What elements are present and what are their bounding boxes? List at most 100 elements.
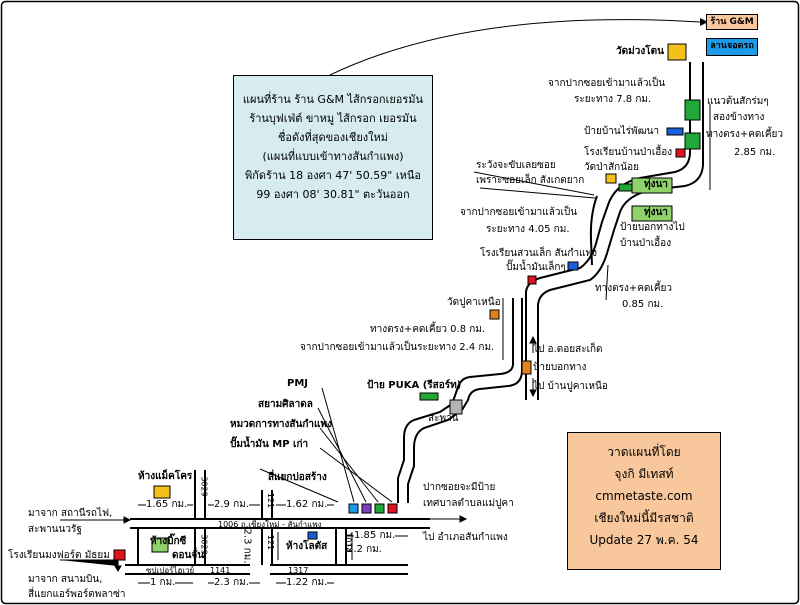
tree-marker-2 xyxy=(684,132,701,150)
distance-2-9: 2.9 กม. xyxy=(214,499,249,511)
road-121-b-label: 121 xyxy=(266,534,276,551)
info-line-5: พิกัดร้าน 18 องศา 47' 50.59" เหนือ xyxy=(245,169,421,182)
to-san-kamphaeng-label: ไป อำเภอสันกำแพง xyxy=(423,532,508,543)
wat-muang-ton-label: วัดม่วงโตน xyxy=(616,46,664,57)
distance-1-65: 1.65 กม. xyxy=(146,499,188,511)
from-soi-2-4-label: จากปากซอยเข้ามาแล้วเป็นระยะทาง 2.4 กม. xyxy=(300,342,495,353)
info-box: แผนที่ร้าน ร้าน G&M ไส้กรอกเยอรมัน ร้านบ… xyxy=(233,75,433,240)
big-c-marker xyxy=(151,537,169,553)
big-c-label: ห้างบิ๊กซี xyxy=(150,536,187,547)
direction-sign-label: ป้ายบอกทาง xyxy=(533,362,587,373)
mp-gas-marker xyxy=(387,503,398,514)
small-gas-label: ปั๊มน้ำมันเล็กๆ xyxy=(506,262,566,273)
direction-arrows xyxy=(60,335,537,572)
curve-note-1: แนวต้นสักร่มๆ xyxy=(707,96,769,107)
credit-line-3: cmmetaste.com xyxy=(595,489,693,503)
don-chan-label: ดอนจั่น xyxy=(172,550,205,561)
school-pa-aueng-label: โรงเรียนบ้านป่าเอื้อง xyxy=(584,147,673,158)
road-121-a-label: 121 xyxy=(266,492,276,509)
highway-district-label: หมวดการทางสันกำแพง xyxy=(230,419,332,430)
info-line-1: แผนที่ร้าน ร้าน G&M ไส้กรอกเยอรมัน xyxy=(242,93,424,106)
info-line-4: (แผนที่แบบเข้าทางสันกำแพง) xyxy=(262,150,404,163)
rice-field-1-label: ทุ่งนา xyxy=(644,179,668,190)
small-gas-marker xyxy=(527,275,537,285)
airport-plaza-junction-label: สี่แยกแอร์พอร์ตพลาซ่า xyxy=(28,589,126,600)
distance-2-2-v: 2.2 กม. xyxy=(347,544,382,555)
mp-gas-label: ปั๊มน้ำมัน MP เก่า xyxy=(230,439,309,450)
credit-line-4: เชียงใหม่นี้มีรสชาติ xyxy=(594,511,694,525)
from-airport-label: มาจาก สนามบิน, xyxy=(28,574,103,585)
credit-line-2: จุงกิ มีเทสท์ xyxy=(614,467,674,481)
bridge-label: สะพาน xyxy=(428,413,459,424)
ban-rai-phatthana-label: ป้ายบ้านไร่พัฒนา xyxy=(584,126,660,137)
info-line-2: ร้านบุฟเฟ่ต์ ขาหมู ไส้กรอก เยอรมัน xyxy=(249,112,417,125)
tree-marker-1 xyxy=(684,99,701,121)
montfort-school-marker xyxy=(113,549,126,561)
wat-pu-kha-nuea-label: วัดปูคาเหนือ xyxy=(447,297,501,308)
info-line-6: 99 องศา 08' 30.81" ตะวันออก xyxy=(256,188,410,201)
puka-sign-marker xyxy=(419,392,439,401)
pmj-label: PMJ xyxy=(287,378,309,389)
pointer-lines xyxy=(259,171,596,503)
distance-0-85-label: 0.85 กม. xyxy=(622,299,664,310)
shop-box[interactable]: ร้าน G&M xyxy=(706,14,758,30)
from-station-label: มาจาก สถานีรถไฟ, xyxy=(28,508,113,519)
curve-note-2: สองข้างทาง xyxy=(713,112,765,123)
caution-1: ระวังจะขับเลยซอย xyxy=(476,160,556,171)
puka-sign-label: ป้าย PUKA (รีสอร์ท) xyxy=(367,380,462,391)
direction-sign-marker xyxy=(521,360,532,375)
rice-field-2 xyxy=(631,205,673,222)
sign-to-pa-aueng-2: บ้านป่าเอื้อง xyxy=(620,238,672,249)
superhighway-label: ซุปเปอร์ไฮเวย์ xyxy=(146,566,195,575)
distance-1-22: 1.22 กม. xyxy=(286,577,328,589)
lower-roads xyxy=(125,470,430,575)
distance-1-a: 1 กม. xyxy=(150,577,176,589)
lotus-marker xyxy=(307,531,318,540)
arrow-to-shop xyxy=(329,19,701,76)
siam-siladon-label: สยามศิลาดล xyxy=(258,399,313,410)
wat-pa-sak-noi-label: วัดป่าสักน้อย xyxy=(584,162,639,173)
school-suan-lek-marker xyxy=(567,261,579,271)
ban-rai-sign-marker xyxy=(666,127,684,136)
montfort-school-label: โรงเรียนมงฟอร์ต มัธยม xyxy=(8,550,110,561)
wat-pu-kha-nuea-marker xyxy=(489,309,500,320)
distance-1-85: 1.85 กม. xyxy=(354,530,396,542)
road-1141-label: 1141 xyxy=(210,566,231,575)
curve-note-3: ทางตรง+คดเคี้ยว xyxy=(706,129,783,140)
from-soi-7-8-label: จากปากซอยเข้ามาแล้วเป็น xyxy=(548,78,666,89)
soi-entrance-1: ปากซอยจะมีป้าย xyxy=(423,482,496,493)
curve-0-8-label: ทางตรง+คดเคี้ยว 0.8 กม. xyxy=(370,324,486,335)
from-soi-4-05-label: จากปากซอยเข้ามาแล้วเป็น xyxy=(460,207,578,218)
road-3029-b-label: 3029 xyxy=(199,534,209,555)
wat-pa-sak-noi-marker xyxy=(605,173,617,184)
distance-4-05-label: ระยะทาง 4.05 กม. xyxy=(486,224,570,235)
school-pa-aueng-marker xyxy=(675,148,686,158)
makro-label: ห้างแม็คโคร xyxy=(138,471,193,482)
credit-line-5: Update 27 พ.ค. 54 xyxy=(589,533,699,547)
distance-1-62: 1.62 กม. xyxy=(286,499,328,511)
rice-field-1 xyxy=(631,177,673,194)
siam-siladon-marker xyxy=(361,503,372,514)
distance-7-8-label: ระยะทาง 7.8 กม. xyxy=(574,94,652,105)
makro-marker xyxy=(153,485,171,499)
sign-to-pa-aueng-1: ป้ายบอกทางไป xyxy=(620,222,685,233)
road-1317-label: 1317 xyxy=(288,566,309,575)
bo-sang-junction-label: สี่แยกบ่อสร้าง xyxy=(268,472,327,483)
lotus-label: ห้างโลตัส xyxy=(286,541,328,552)
arrow-head-icon xyxy=(700,18,708,26)
info-line-3: ชื่อดังที่สุดของเชียงใหม่ xyxy=(277,131,389,144)
parking-box[interactable]: ลานจอดรถ xyxy=(706,38,758,56)
road-1006-label: 1006 ถ.เชียงใหม่ - สันกำแพง xyxy=(218,520,322,529)
caution-2: เพราะซอยเล็ก สังเกตยาก xyxy=(476,175,585,186)
rice-field-2-label: ทุ่งนา xyxy=(644,207,668,218)
to-ban-pu-kha-label: ไป บ้านปูคาเหนือ xyxy=(533,381,608,392)
distance-2-3-h: 2.3 กม. xyxy=(214,577,249,589)
school-suan-lek-label: โรงเรียนสวนเล็ก สันกำแพง xyxy=(480,248,597,259)
credit-box: วาดแผนที่โดย จุงกิ มีเทสท์ cmmetaste.com… xyxy=(567,432,721,570)
credit-line-1: วาดแผนที่โดย xyxy=(607,445,681,459)
distance-2-85-label: 2.85 กม. xyxy=(734,147,776,158)
soi-entrance-2: เทศบาลตำบลแม่ปูคา xyxy=(423,498,514,509)
